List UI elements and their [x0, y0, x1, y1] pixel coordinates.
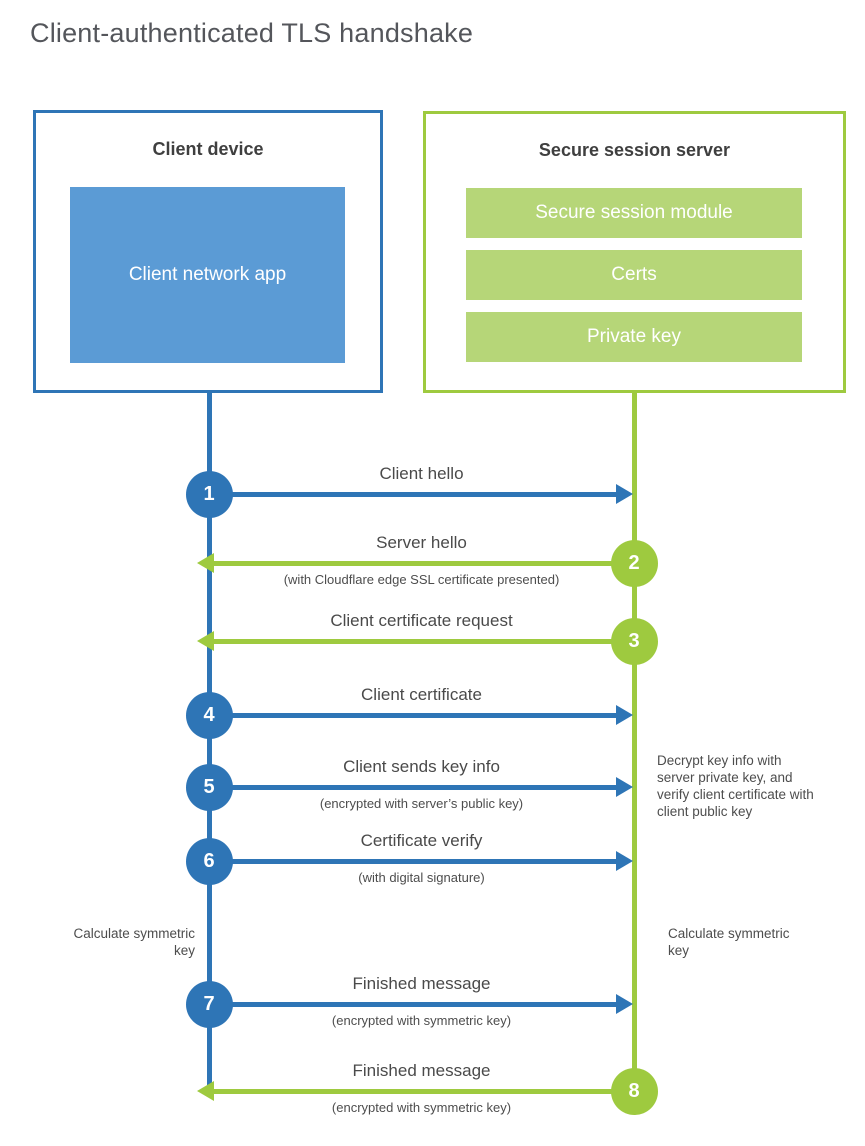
- step-number-badge: 5: [185, 763, 233, 811]
- step-number-badge: 6: [185, 837, 233, 885]
- step-label: Finished message: [352, 974, 491, 993]
- arrow-line: [209, 1001, 618, 1007]
- arrow-right-icon: [616, 851, 633, 871]
- page-title: Client-authenticated TLS handshake: [30, 18, 474, 48]
- secure-session-server-box: Secure session server Secure session mod…: [423, 111, 846, 393]
- step-sublabel: (encrypted with symmetric key): [331, 1013, 512, 1028]
- server-decrypt-note: Decrypt key info with server private key…: [657, 753, 814, 819]
- step-label: Client hello: [379, 464, 464, 483]
- client-calculate-symmetric-key-note: Calculate symmetric key: [73, 926, 195, 958]
- step-label: Client sends key info: [343, 757, 500, 776]
- server-lifeline: [631, 391, 637, 1093]
- arrow-line: [209, 784, 618, 790]
- step-sublabel: (encrypted with symmetric key): [331, 1100, 512, 1115]
- server-module-certs: Certs: [466, 250, 802, 300]
- server-modules: Secure session module Certs Private key: [466, 188, 802, 374]
- arrow-right-icon: [616, 994, 633, 1014]
- step-label: Certificate verify: [360, 831, 483, 850]
- server-module-secure-session: Secure session module: [466, 188, 802, 238]
- server-calculate-symmetric-key-note: Calculate symmetric key: [668, 926, 790, 958]
- server-module-private-key: Private key: [466, 312, 802, 362]
- step-label: Server hello: [376, 533, 467, 552]
- step-number-badge: 4: [185, 691, 233, 739]
- arrow-left-icon: [197, 1081, 214, 1101]
- arrow-line: [214, 560, 632, 566]
- step-label: Client certificate request: [330, 611, 513, 630]
- step-sublabel: (encrypted with server’s public key): [319, 796, 524, 811]
- arrow-right-icon: [616, 484, 633, 504]
- arrow-line: [209, 491, 618, 497]
- client-device-heading: Client device: [152, 139, 264, 159]
- step-number-badge: 1: [185, 470, 233, 518]
- step-number-badge: 2: [610, 539, 658, 587]
- step-number-badge: 8: [610, 1067, 658, 1115]
- arrow-line: [214, 638, 632, 644]
- client-lifeline: [206, 391, 212, 1092]
- arrow-line: [214, 1088, 632, 1094]
- arrow-left-icon: [197, 631, 214, 651]
- step-label: Client certificate: [361, 685, 482, 704]
- arrow-line: [209, 712, 618, 718]
- step-number-badge: 7: [185, 980, 233, 1028]
- arrow-right-icon: [616, 777, 633, 797]
- step-sublabel: (with Cloudflare edge SSL certificate pr…: [283, 572, 560, 587]
- step-sublabel: (with digital signature): [358, 870, 485, 885]
- step-number-badge: 3: [610, 617, 658, 665]
- client-network-app-module: Client network app: [70, 187, 345, 363]
- client-device-box: Client device Client network app: [33, 110, 383, 393]
- arrow-line: [209, 858, 618, 864]
- arrow-left-icon: [197, 553, 214, 573]
- step-label: Finished message: [352, 1061, 491, 1080]
- secure-session-server-heading: Secure session server: [538, 140, 731, 160]
- arrow-right-icon: [616, 705, 633, 725]
